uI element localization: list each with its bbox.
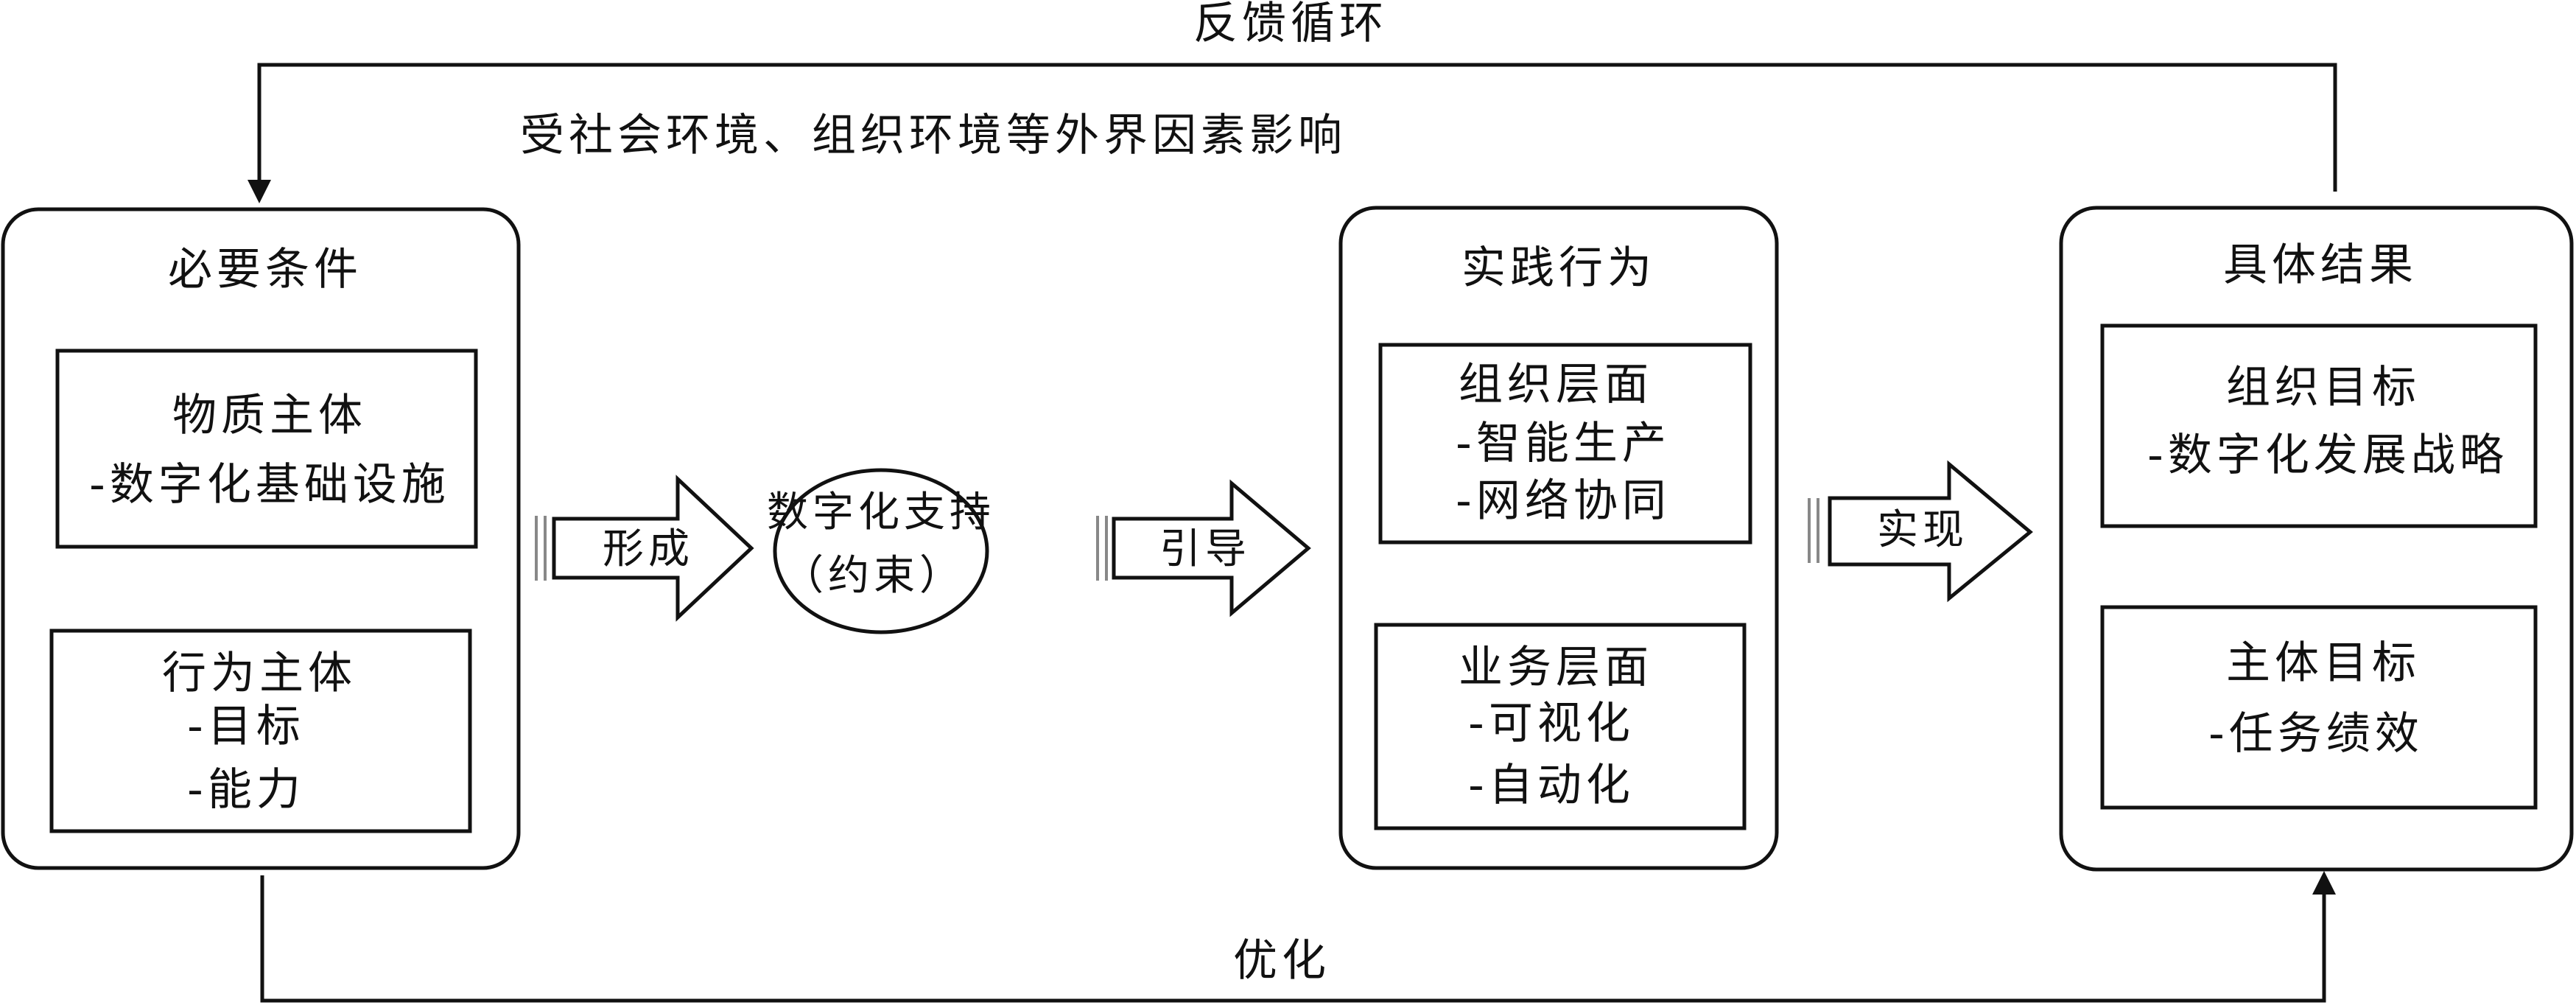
practice-title: 实践行为 [1461, 242, 1656, 294]
external-influence-note: 受社会环境、组织环境等外界因素影响 [520, 110, 1347, 161]
org-level-item-smart-production: -智能生产 [1456, 418, 1671, 469]
business-level-title: 业务层面 [1459, 642, 1653, 693]
org-goal-item: -数字化发展战略 [2147, 430, 2508, 481]
form-arrow-label: 形成 [603, 525, 694, 573]
feedback-loop-line [257, 63, 2337, 192]
subject-goal-title: 主体目标 [2226, 637, 2421, 689]
org-goal-title: 组织目标 [2226, 362, 2421, 413]
realize-arrow-label: 实现 [1877, 506, 1968, 554]
results-title: 具体结果 [2223, 239, 2418, 291]
practice-panel [1338, 206, 1779, 870]
material-subject-title: 物质主体 [172, 390, 367, 441]
business-level-box [1374, 623, 1747, 830]
material-subject-box [55, 349, 478, 549]
optimize-arrowhead [2312, 871, 2336, 895]
behavior-subject-box [49, 629, 472, 833]
guide-arrow [1112, 479, 1311, 617]
org-level-item-network-collab: -网络协同 [1456, 475, 1671, 527]
conditions-panel [1, 207, 521, 870]
org-level-box [1378, 343, 1752, 545]
optimize-loop-label: 优化 [1233, 935, 1330, 987]
digital-support-constraint: （约束） [782, 552, 965, 600]
behavior-subject-item-ability: -能力 [187, 764, 305, 816]
subject-goal-box [2100, 605, 2538, 810]
feedback-arrowhead [248, 180, 271, 203]
org-goal-box [2100, 323, 2538, 528]
subject-goal-item: -任务绩效 [2208, 708, 2424, 760]
org-level-title: 组织层面 [1459, 359, 1653, 410]
behavior-subject-item-goal: -目标 [187, 701, 305, 752]
material-subject-item: -数字化基础设施 [89, 459, 450, 511]
guide-arrow-label: 引导 [1159, 525, 1251, 573]
feedback-loop-label: 反馈循环 [1193, 0, 1388, 49]
form-arrow [552, 475, 754, 622]
realize-arrow [1828, 460, 2033, 603]
results-panel [2059, 206, 2574, 872]
business-level-item-visualization: -可视化 [1468, 698, 1635, 749]
digital-support-label: 数字化支持 [767, 489, 995, 536]
conditions-title: 必要条件 [168, 244, 362, 295]
business-level-item-automation: -自动化 [1468, 760, 1635, 811]
digital-support-ellipse [773, 468, 989, 634]
optimize-loop-line [260, 875, 2326, 1003]
behavior-subject-title: 行为主体 [162, 648, 357, 699]
